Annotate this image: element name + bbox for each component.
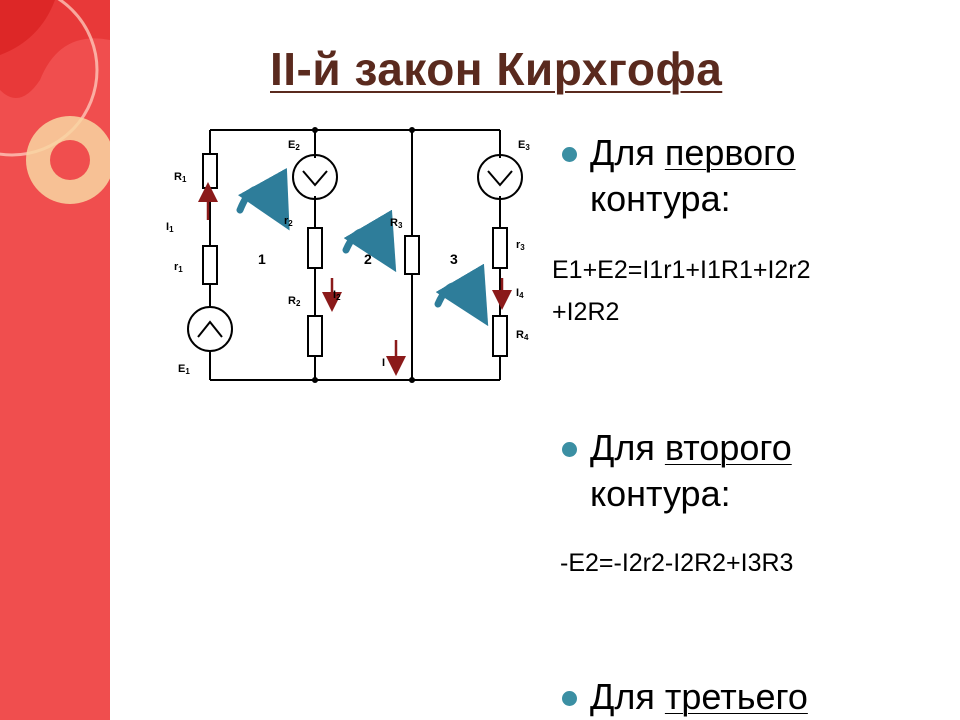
label-I3: I: [382, 357, 385, 369]
label-E2: E2: [288, 139, 300, 152]
decorative-sidebar: [0, 0, 110, 720]
loop-label-1: 1: [258, 251, 266, 267]
bullet-dot: [562, 691, 577, 706]
circuit-diagram: R1 I1 r1 E1 E2 r2 R2 I2 R3 I E3 r3 I4 R4…: [166, 127, 530, 383]
label-I2: I2: [333, 289, 341, 302]
loop-label-2: 2: [364, 251, 372, 267]
label-I4: I4: [516, 287, 524, 300]
label-r3: r3: [516, 239, 525, 252]
equation-loop-1-line-1: Е1+Е2=I1r1+I1R1+I2r2: [552, 256, 811, 284]
label-r2: r2: [284, 215, 293, 228]
label-R2: R2: [288, 295, 301, 308]
bullet-ordinal: третьего: [664, 676, 808, 717]
bullet-prefix: Для: [590, 427, 665, 468]
label-R3: R3: [390, 217, 403, 230]
bullet-second-loop: Для второго контура:: [562, 425, 792, 517]
bullet-prefix: Для: [590, 676, 665, 717]
slide-title: II-й закон Кирхгофа: [270, 43, 723, 95]
label-r1: r1: [174, 261, 183, 274]
label-I1: I1: [166, 221, 174, 234]
bullet-first-loop: Для первого контура:: [562, 130, 796, 222]
label-R1: R1: [174, 171, 187, 184]
label-E3: E3: [518, 139, 530, 152]
equation-loop-2: -Е2=-I2r2-I2R2+I3R3: [560, 549, 794, 577]
bullet-ordinal: второго: [664, 427, 792, 468]
label-R4: R4: [516, 329, 529, 342]
bullet-suffix: контура:: [590, 473, 731, 514]
bullet-dot: [562, 147, 577, 162]
loop-label-3: 3: [450, 251, 458, 267]
bullet-suffix: контура:: [590, 178, 731, 219]
equation-loop-1-line-2: +I2R2: [552, 298, 620, 326]
bullet-third-loop: Для третьего: [562, 674, 808, 720]
bullet-dot: [562, 442, 577, 457]
bullet-prefix: Для: [590, 132, 665, 173]
label-E1: E1: [178, 363, 190, 376]
bullet-ordinal: первого: [664, 132, 796, 173]
